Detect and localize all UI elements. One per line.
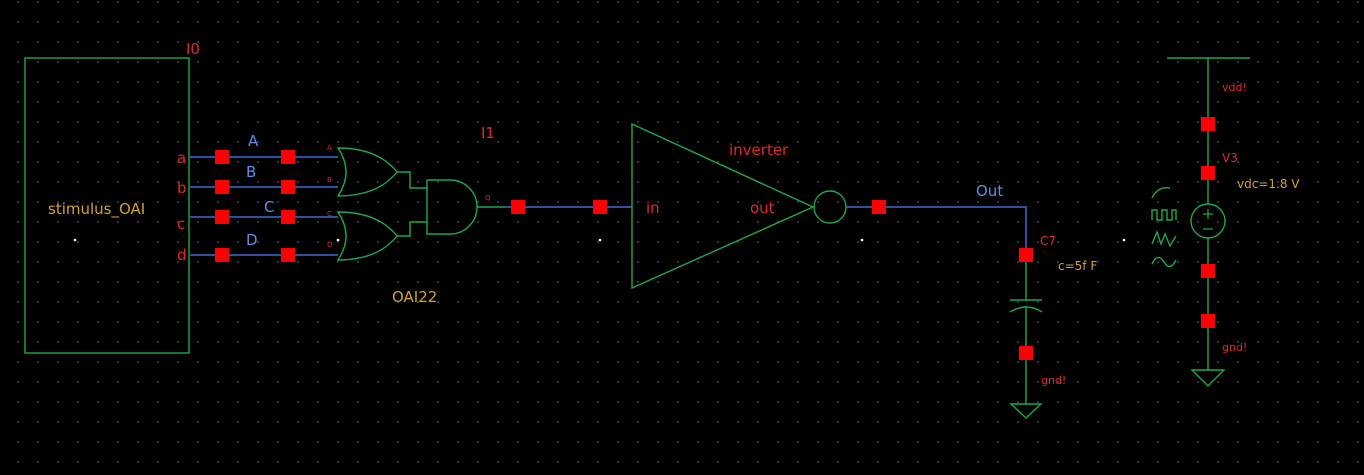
pin-oai-q[interactable] xyxy=(511,200,525,214)
net-label-c: C xyxy=(264,198,274,216)
arc-waveform-icon xyxy=(1151,187,1171,199)
pin-c-left[interactable] xyxy=(215,210,229,224)
pin-vdd[interactable] xyxy=(1201,117,1215,131)
oai-pin-c: C xyxy=(327,210,332,218)
cap-ground-label: gnd! xyxy=(1041,374,1066,387)
inverter-bubble xyxy=(813,190,847,224)
vdd-label: vdd! xyxy=(1222,81,1247,94)
pulse-waveform-icon xyxy=(1151,209,1177,221)
stimulus-pin-a: a xyxy=(177,149,186,167)
pin-cap-bottom[interactable] xyxy=(1019,346,1033,360)
sine-waveform-icon xyxy=(1151,256,1177,268)
net-label-a: A xyxy=(248,132,259,150)
origin-dot-in xyxy=(598,238,602,242)
pin-source-gnd[interactable] xyxy=(1201,314,1215,328)
net-label-out: Out xyxy=(976,182,1003,200)
pins xyxy=(215,117,1215,360)
oai-pin-b: B xyxy=(327,176,332,184)
or-gate-top[interactable] xyxy=(336,147,398,197)
pin-source-minus[interactable] xyxy=(1201,264,1215,278)
origin-dots xyxy=(73,238,1126,242)
pin-d-left[interactable] xyxy=(215,248,229,262)
wire-out[interactable] xyxy=(846,206,1027,255)
origin-dot-cap xyxy=(1122,238,1126,242)
net-label-d: D xyxy=(246,231,258,249)
inverter-instance-label: I1 xyxy=(481,124,495,142)
source-polarity xyxy=(1203,209,1213,230)
or-gate-bottom[interactable] xyxy=(336,211,398,261)
origin-dot-stimulus xyxy=(73,238,77,242)
pin-cap-top[interactable] xyxy=(1019,248,1033,262)
source-instance-label: V3 xyxy=(1222,151,1238,165)
pin-c-right[interactable] xyxy=(281,210,295,224)
pin-source-plus[interactable] xyxy=(1201,166,1215,180)
stimulus-name-label: stimulus_OAI xyxy=(48,200,145,219)
oai-pin-a: A xyxy=(327,144,332,152)
cap-value-label: c=5f F xyxy=(1058,259,1097,273)
cap-ground-symbol[interactable] xyxy=(1009,403,1043,419)
pin-d-right[interactable] xyxy=(281,248,295,262)
inverter-triangle[interactable] xyxy=(631,122,815,290)
pin-a-right[interactable] xyxy=(281,150,295,164)
nand-gate[interactable] xyxy=(426,179,478,235)
wires xyxy=(190,156,1027,256)
source-value-label: vdc=1.8 V xyxy=(1237,177,1300,191)
source-ground-symbol[interactable] xyxy=(1190,369,1226,387)
symbols xyxy=(24,57,1250,419)
stimulus-block[interactable] xyxy=(24,57,190,354)
cap-instance-label: C7 xyxy=(1040,234,1056,248)
oai-pin-d: D xyxy=(327,241,332,249)
inverter-in-label: in xyxy=(646,199,660,217)
pwl-waveform-icon xyxy=(1151,230,1177,248)
pin-inverter-out[interactable] xyxy=(872,200,886,214)
pin-b-left[interactable] xyxy=(215,180,229,194)
oai-name-label: OAI22 xyxy=(392,288,437,306)
oai-pin-q: Q xyxy=(485,194,491,202)
inverter-name-label: inverter xyxy=(729,141,789,159)
stimulus-pin-d: d xyxy=(177,246,187,264)
net-label-b: B xyxy=(246,163,256,181)
pin-a-left[interactable] xyxy=(215,150,229,164)
source-ground-label: gnd! xyxy=(1222,341,1247,354)
stimulus-pin-b: b xyxy=(177,179,187,197)
pin-inverter-in[interactable] xyxy=(593,200,607,214)
stimulus-instance-label: I0 xyxy=(186,40,200,58)
inverter-out-label: out xyxy=(750,199,775,217)
or-top-to-nand xyxy=(397,171,427,189)
pin-b-right[interactable] xyxy=(281,180,295,194)
origin-dot-out xyxy=(860,238,864,242)
stimulus-pin-c: c xyxy=(177,215,185,233)
or-bottom-to-nand xyxy=(397,221,427,237)
origin-dot-oai xyxy=(336,238,340,242)
